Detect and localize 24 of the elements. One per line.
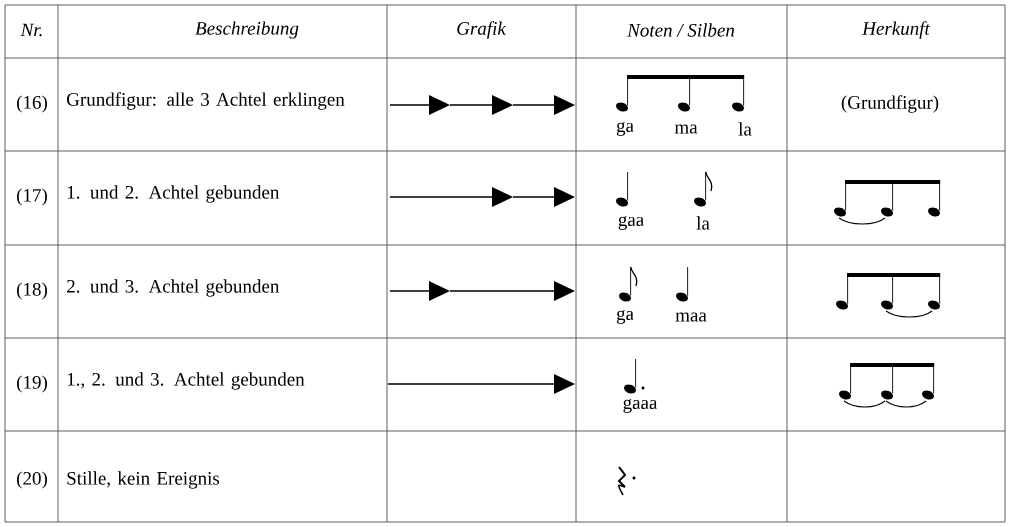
- syllable-text: la: [738, 122, 752, 136]
- syllable-text: ga: [616, 122, 634, 136]
- description-text: 1. und 2. Achtel gebunden: [67, 185, 280, 203]
- description-text: Grundfigur: alle 3 Achtel erklingen: [67, 92, 345, 110]
- description-text: Stille, kein Ereignis: [67, 471, 220, 489]
- row-number: (17): [17, 188, 47, 206]
- column-header: Herkunft: [862, 21, 931, 39]
- column-header: Noten / Silben: [627, 23, 735, 37]
- syllable-text: maa: [675, 312, 707, 322]
- row-number: (19): [17, 375, 47, 393]
- syllable-text: ga: [616, 310, 634, 324]
- row-number: (18): [17, 282, 47, 300]
- syllable-text: gaaa: [623, 399, 658, 413]
- syllable-text: la: [696, 216, 710, 230]
- column-header: Grafik: [457, 21, 507, 39]
- syllable-text: ma: [674, 124, 698, 134]
- description-text: 1., 2. und 3. Achtel gebunden: [67, 372, 305, 390]
- column-header: Nr.: [20, 23, 42, 37]
- row-number: (16): [17, 95, 47, 113]
- row-number: (20): [17, 471, 47, 489]
- syllable-text: gaa: [618, 216, 644, 230]
- origin-text: (Grundfigur): [841, 95, 939, 113]
- description-text: 2. und 3. Achtel gebunden: [67, 279, 280, 297]
- column-header: Beschreibung: [195, 21, 299, 39]
